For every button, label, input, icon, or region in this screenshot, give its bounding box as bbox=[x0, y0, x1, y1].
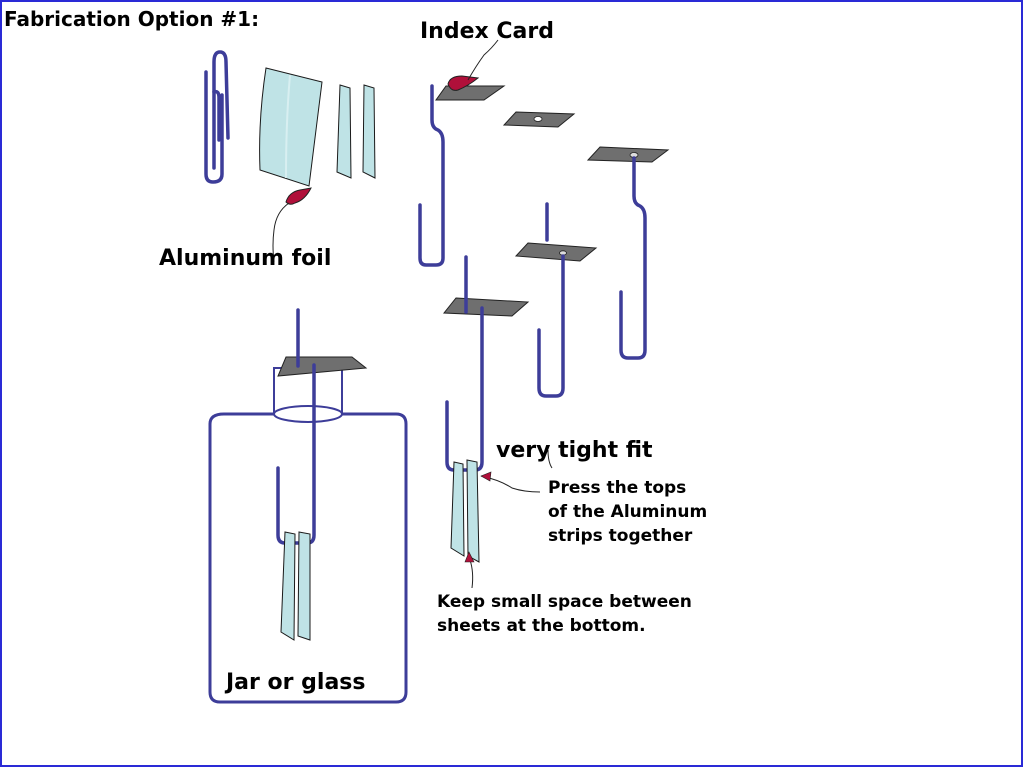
aluminum-foil-label: Aluminum foil bbox=[159, 246, 332, 271]
card-step-2 bbox=[502, 111, 576, 128]
very-tight-fit-label: very tight fit bbox=[496, 438, 653, 463]
jar-label: Jar or glass bbox=[226, 670, 366, 695]
jar bbox=[208, 367, 408, 704]
bent-clip-4 bbox=[537, 202, 565, 398]
index-card-callout bbox=[447, 39, 499, 91]
aluminum-foil-callout bbox=[272, 187, 312, 263]
diagram-title: Fabrication Option #1: bbox=[4, 7, 260, 31]
bent-clip-1 bbox=[418, 84, 445, 267]
press-tops-line-3: strips together bbox=[548, 526, 693, 546]
card-step-1 bbox=[435, 85, 506, 101]
index-card-label: Index Card bbox=[420, 19, 554, 44]
keep-space-line-2: sheets at the bottom. bbox=[437, 616, 646, 636]
foil-strips-step-5 bbox=[450, 459, 480, 563]
bent-clip-3 bbox=[619, 156, 647, 360]
card-step-4 bbox=[514, 242, 598, 262]
bent-clip-5 bbox=[445, 255, 484, 472]
aluminum-foil-sheet bbox=[259, 67, 323, 187]
tight-fit-arrow bbox=[480, 449, 553, 493]
card-step-3 bbox=[586, 146, 670, 163]
paper-clip bbox=[204, 50, 230, 184]
clip-in-jar bbox=[276, 308, 316, 545]
jar-body bbox=[208, 412, 408, 704]
keep-space-note: Keep small space between sheets at the b… bbox=[437, 590, 692, 638]
aluminum-strip-1 bbox=[336, 84, 352, 179]
press-tops-line-2: of the Aluminum bbox=[548, 502, 708, 522]
keep-space-line-1: Keep small space between bbox=[437, 592, 692, 612]
press-tops-note: Press the tops of the Aluminum strips to… bbox=[548, 476, 707, 548]
press-tops-line-1: Press the tops bbox=[548, 478, 687, 498]
foil-strips-in-jar bbox=[280, 531, 311, 641]
card-on-jar bbox=[277, 356, 368, 377]
card-step-5 bbox=[442, 297, 530, 317]
aluminum-strip-2 bbox=[362, 84, 376, 179]
space-arrow bbox=[464, 551, 475, 589]
